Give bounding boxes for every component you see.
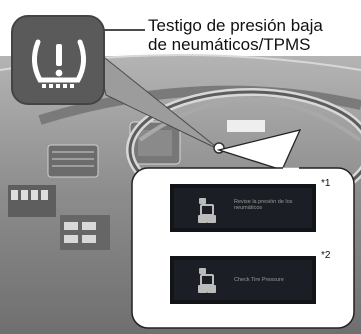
screen-pointer — [216, 129, 302, 171]
callout-title-line-1: Testigo de presión baja — [148, 16, 323, 35]
footnote-marker-2: *2 — [321, 250, 331, 261]
tpms-warning-icon — [32, 39, 86, 88]
meter-display — [227, 120, 265, 132]
display-screen-2 — [170, 256, 316, 304]
callout-title: Testigo de presión baja de neumáticos/TP… — [148, 16, 360, 54]
left-vents — [47, 121, 181, 178]
screen-2-message: Check Tire Pressure — [234, 277, 284, 283]
callout-title-line-2: de neumáticos/TPMS — [148, 35, 311, 54]
tire-pressure-icon — [198, 268, 216, 293]
screen-1-message: Revise la presión de los neumáticos — [234, 199, 293, 211]
tire-pressure-icon — [198, 198, 216, 223]
display-screen-1 — [170, 184, 316, 232]
footnote-marker-1: *1 — [321, 178, 331, 189]
